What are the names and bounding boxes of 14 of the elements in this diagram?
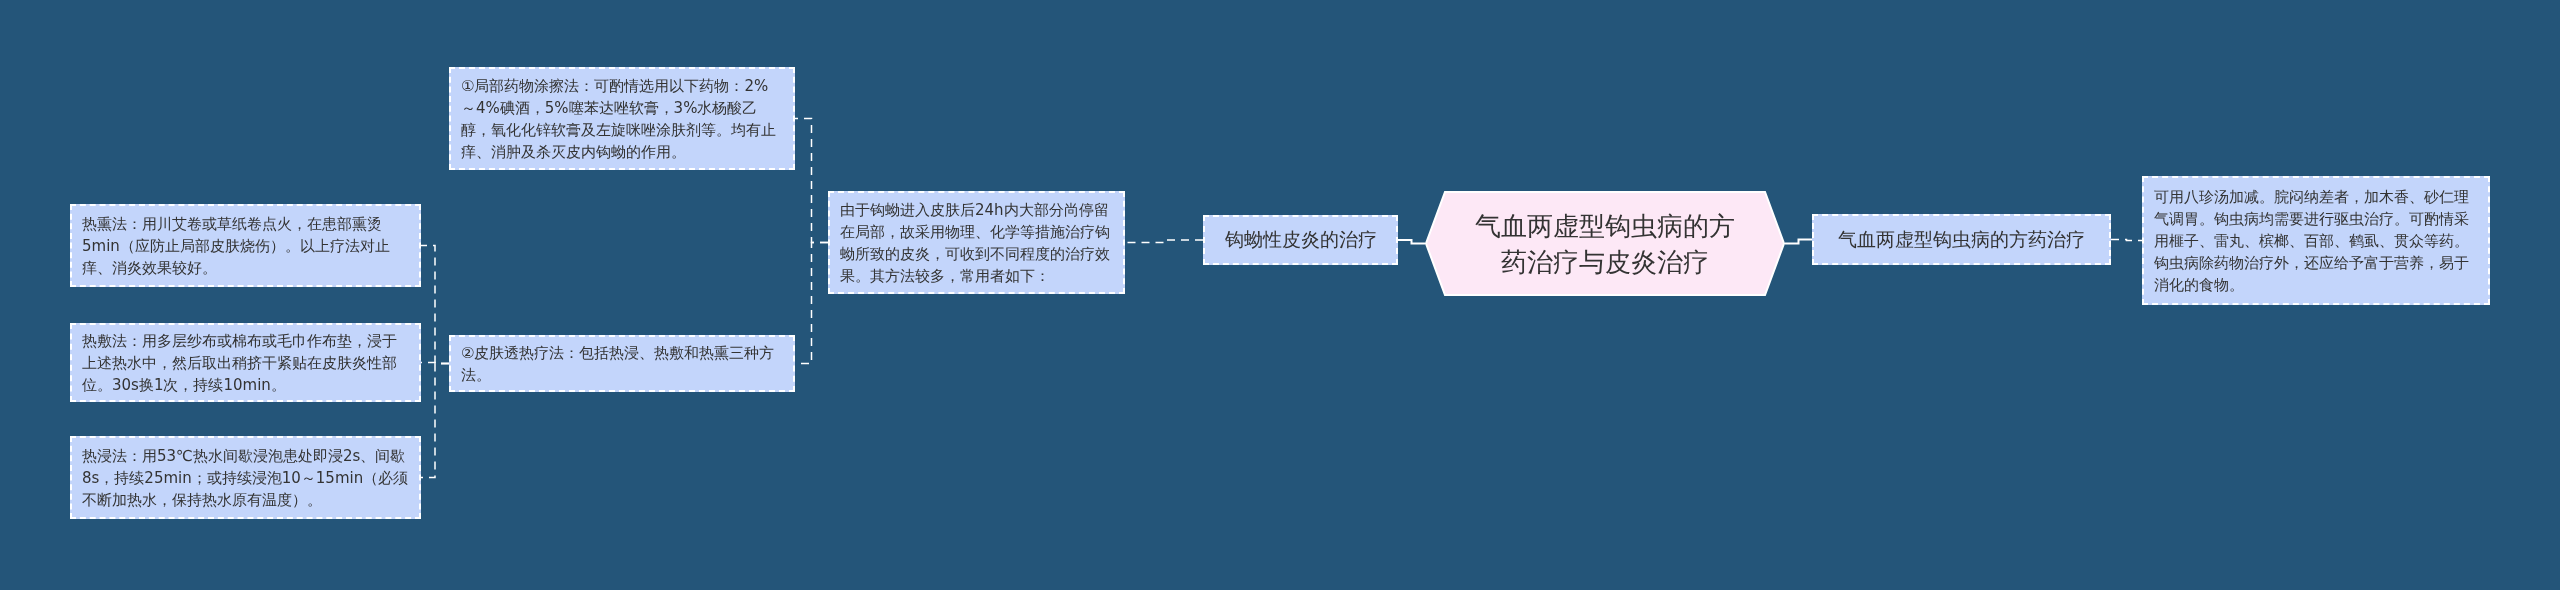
- topic-box: 钩蚴性皮炎的治疗: [1203, 215, 1398, 265]
- connector-line: [1397, 239, 1426, 245]
- connector-line: [1784, 238, 1813, 245]
- connector-line: [420, 362, 450, 479]
- note-box: 热熏法：用川艾卷或草纸卷点火，在患部熏烫5min（应防止局部皮肤烧伤）。以上疗法对止痒、消炎效果较好。: [70, 204, 421, 287]
- note-box: 可用八珍汤加减。脘闷纳差者，加木香、砂仁理气调胃。钩虫病均需要进行驱虫治疗。可酌情采用榧子、雷丸、槟榔、百部、鹤虱、贯众等药。钩虫病除药物治疗外，还应给予富于营养，易于消化的食物。: [2142, 176, 2490, 305]
- note-box: ①局部药物涂擦法：可酌情选用以下药物：2%～4%碘酒，5%噻苯达唑软膏，3%水杨酸乙醇，氧化化锌软膏及左旋咪唑涂肤剂等。均有止痒、消肿及杀灭皮内钩蚴的作用。: [449, 67, 795, 170]
- note-box: 由于钩蚴进入皮肤后24h内大部分尚停留在局部，故采用物理、化学等措施治疗钩蚴所致的皮炎，可收到不同程度的治疗效果。其方法较多，常用者如下：: [828, 191, 1125, 294]
- note-box: 热敷法：用多层纱布或棉布或毛巾作布垫，浸于上述热水中，然后取出稍挤干紧贴在皮肤炎性部位。30s换1次，持续10min。: [70, 323, 421, 402]
- note-box: ②皮肤透热疗法：包括热浸、热敷和热熏三种方法。: [449, 335, 795, 392]
- connector-line: [2110, 238, 2143, 242]
- note-box: 热浸法：用53℃热水间歇浸泡患处即浸2s、间歇8s，持续25min；或持续浸泡10～15min（必须不断加热水，保持热水原有温度）。: [70, 436, 421, 519]
- topic-box: 气血两虚型钩虫病的方药治疗: [1812, 214, 2111, 265]
- central-topic-hexagon: 气血两虚型钩虫病的方药治疗与皮炎治疗: [1425, 191, 1785, 296]
